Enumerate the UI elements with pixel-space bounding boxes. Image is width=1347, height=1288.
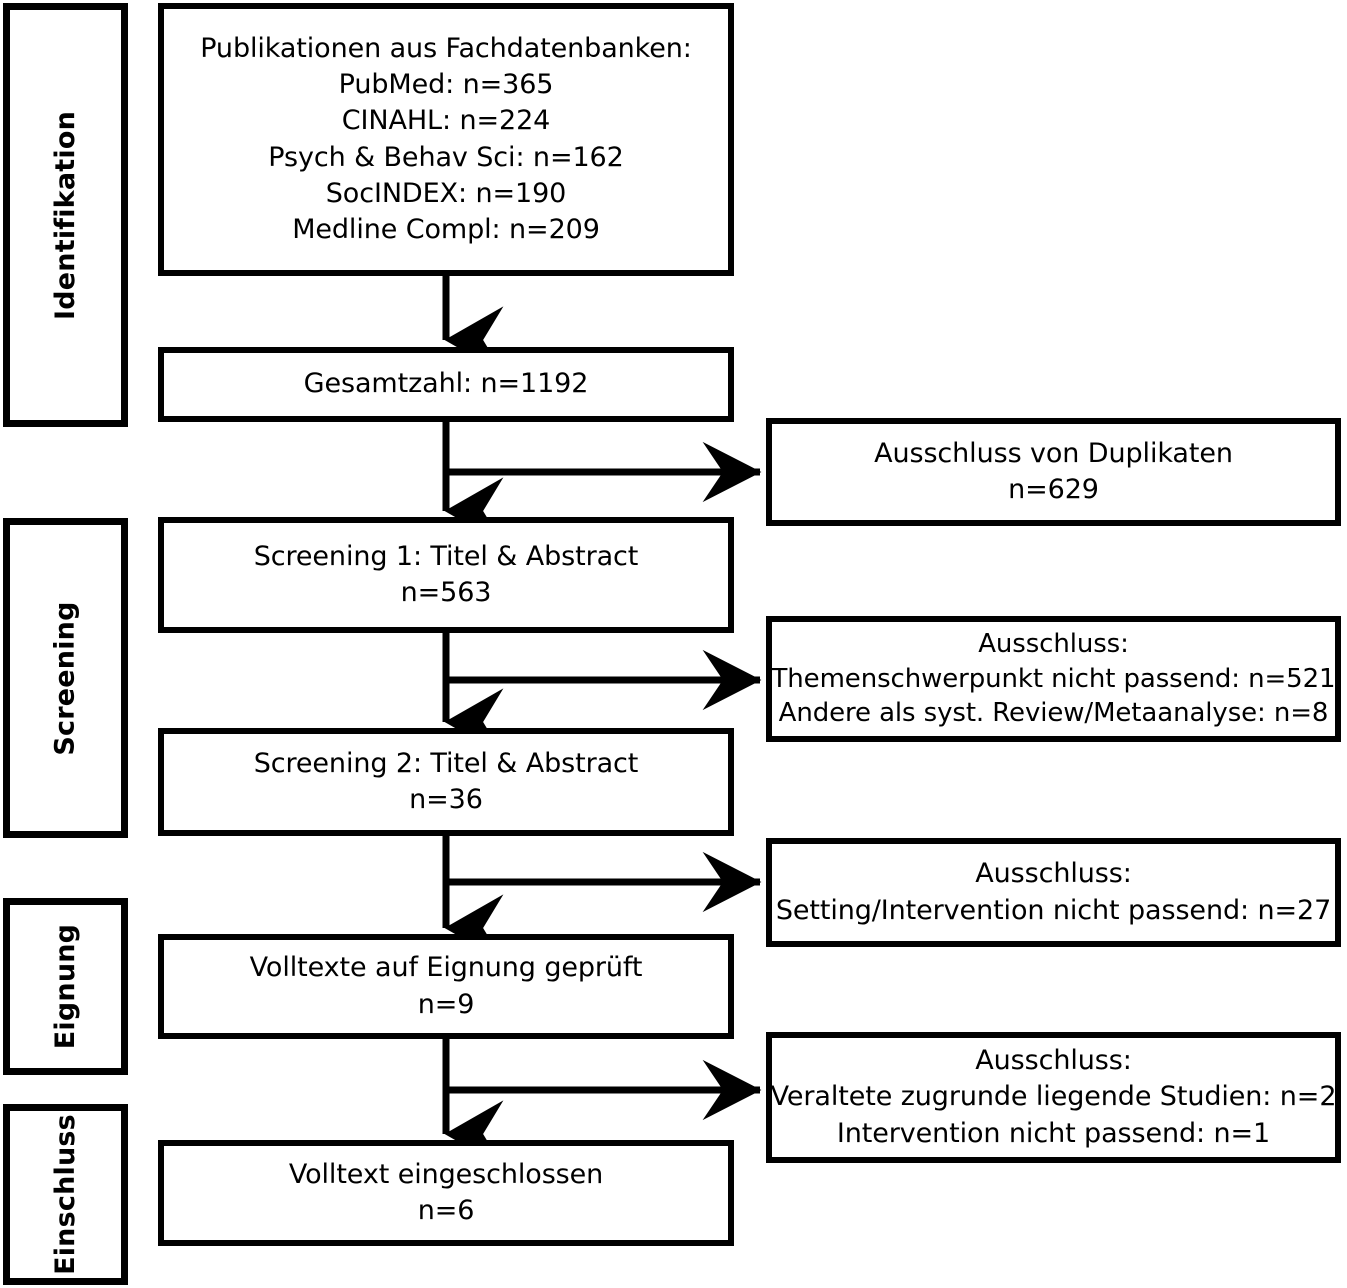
box-exclusion-outdated: Ausschluss: Veraltete zugrunde liegende … <box>766 1032 1341 1163</box>
sources-line-psych: Psych & Behav Sci: n=162 <box>268 141 624 173</box>
fulltext-assessed-title: Volltexte auf Eignung geprüft <box>249 952 643 984</box>
sources-line-medline: Medline Compl: n=209 <box>292 213 600 245</box>
box-screening-1: Screening 1: Titel & Abstract n=563 <box>158 517 734 633</box>
phase-label-einschluss: Einschluss <box>3 1104 128 1285</box>
included-title: Volltext eingeschlossen <box>288 1158 604 1190</box>
box-exclusion-duplicates: Ausschluss von Duplikaten n=629 <box>766 418 1341 526</box>
included-count: n=6 <box>417 1195 475 1226</box>
screening1-count: n=563 <box>400 577 492 608</box>
exclusion-setting-line-1: Setting/Intervention nicht passend: n=27 <box>775 894 1332 926</box>
sources-line-socindex: SocINDEX: n=190 <box>325 177 567 209</box>
screening2-count: n=36 <box>409 784 483 815</box>
exclusion-topic-line-2: Andere als syst. Review/Metaanalyse: n=8 <box>778 698 1329 729</box>
exclusion-topic-title: Ausschluss: <box>978 628 1129 659</box>
exclusion-setting-title: Ausschluss: <box>975 858 1132 890</box>
exclusion-duplicates-title: Ausschluss von Duplikaten <box>874 437 1233 469</box>
exclusion-duplicates-count: n=629 <box>1008 474 1099 505</box>
phase-label-identifikation: Identifikation <box>3 3 128 427</box>
fulltext-assessed-count: n=9 <box>417 988 475 1020</box>
exclusion-topic-line-1: Themenschwerpunkt nicht passend: n=521 <box>771 663 1336 694</box>
box-total: Gesamtzahl: n=1192 <box>158 347 734 422</box>
box-included: Volltext eingeschlossen n=6 <box>158 1140 734 1246</box>
phase-label-screening: Screening <box>3 518 128 838</box>
box-sources: Publikationen aus Fachdatenbanken: PubMe… <box>158 3 734 276</box>
total-line: Gesamtzahl: n=1192 <box>303 368 589 400</box>
sources-line-pubmed: PubMed: n=365 <box>338 69 554 101</box>
box-exclusion-setting: Ausschluss: Setting/Intervention nicht p… <box>766 838 1341 947</box>
phase-label-eignung: Eignung <box>3 898 128 1075</box>
phase-label-text: Identifikation <box>50 110 82 320</box>
box-screening-2: Screening 2: Titel & Abstract n=36 <box>158 728 734 836</box>
screening2-title: Screening 2: Titel & Abstract <box>253 747 639 779</box>
phase-label-text: Einschluss <box>50 1114 81 1275</box>
phase-label-text: Eignung <box>50 923 82 1050</box>
exclusion-outdated-line-2: Intervention nicht passend: n=1 <box>836 1117 1271 1149</box>
screening1-title: Screening 1: Titel & Abstract <box>253 540 639 572</box>
sources-title: Publikationen aus Fachdatenbanken: <box>200 32 692 64</box>
box-fulltext-assessed: Volltexte auf Eignung geprüft n=9 <box>158 934 734 1039</box>
phase-label-text: Screening <box>50 600 81 756</box>
sources-line-cinahl: CINAHL: n=224 <box>341 105 551 137</box>
box-exclusion-topic: Ausschluss: Themenschwerpunkt nicht pass… <box>766 616 1341 742</box>
exclusion-outdated-line-1: Veraltete zugrunde liegende Studien: n=2 <box>770 1081 1337 1113</box>
exclusion-outdated-title: Ausschluss: <box>975 1045 1132 1077</box>
